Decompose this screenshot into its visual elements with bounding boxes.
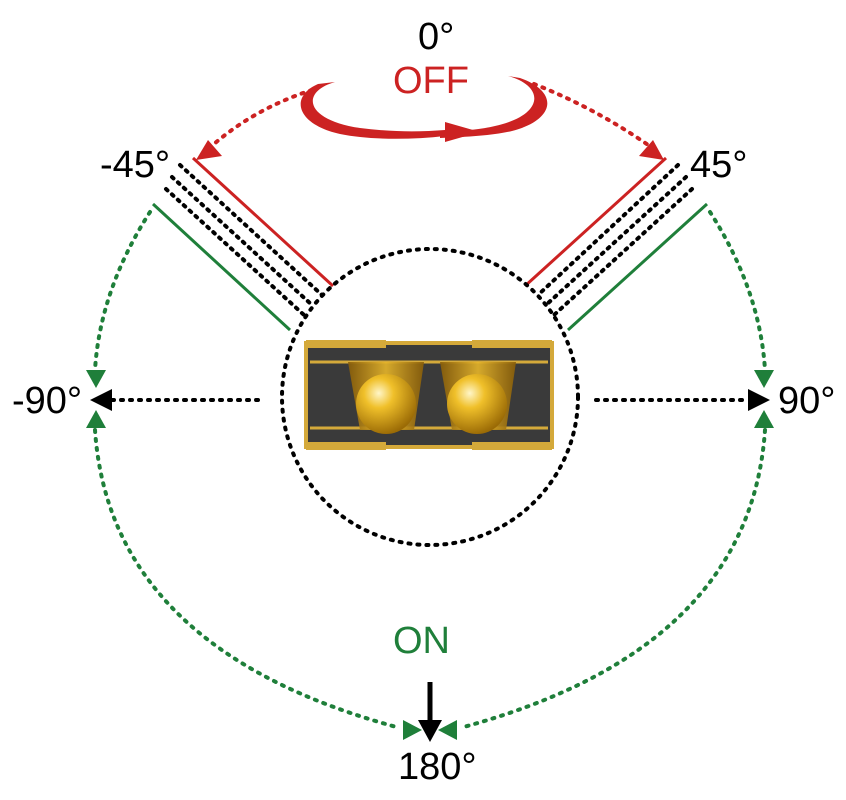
arrowhead-on-right-top: [754, 370, 774, 388]
contact-ball-left: [356, 374, 416, 434]
arrowhead-on-left-top: [86, 370, 106, 388]
on-arc-left-upper: [93, 210, 152, 372]
label-on-state: ON: [393, 620, 450, 662]
on-boundary-left: [151, 202, 292, 332]
label-angle-0: 0°: [418, 16, 455, 58]
on-arc-left-lower: [93, 428, 402, 730]
on-arc-right-upper: [708, 210, 767, 372]
on-arc-right-lower: [458, 428, 767, 730]
on-range-arcs: [93, 210, 767, 730]
down-arrow-icon: [418, 720, 442, 742]
label-angle-neg45: -45°: [100, 144, 171, 186]
arrowhead-on-bottom-left: [403, 720, 422, 740]
horizontal-axis-arrows: [90, 389, 770, 411]
off-arrowheads: [196, 140, 664, 160]
label-off-state: OFF: [393, 60, 469, 102]
label-angle-pos90: 90°: [778, 380, 836, 422]
arrowhead-right: [748, 389, 770, 411]
label-angle-180: 180°: [398, 746, 477, 788]
off-arc-left: [203, 88, 314, 154]
arrowhead-off-right: [639, 140, 664, 160]
off-arc-right: [532, 82, 660, 154]
inner-orientation-circle: [280, 247, 580, 547]
boundary-lines: [151, 156, 709, 332]
on-arrowheads: [86, 370, 774, 740]
arrowhead-on-left-bottom: [86, 410, 106, 428]
tilt-switch-icon: [304, 340, 554, 450]
transition-dotted-lines: [164, 163, 694, 317]
arrowhead-on-bottom-right: [438, 720, 457, 740]
arrowhead-off-left: [196, 140, 222, 160]
arrowhead-left: [90, 389, 112, 411]
on-boundary-right: [566, 202, 709, 332]
off-boundary-right: [523, 156, 668, 288]
label-angle-neg90: -90°: [12, 380, 83, 422]
off-range-arcs: [203, 82, 660, 154]
label-angle-pos45: 45°: [690, 144, 748, 186]
arrowhead-on-right-bottom: [754, 410, 774, 428]
down-arrow: [418, 682, 442, 742]
rotation-arrow-icon: [300, 76, 548, 142]
off-boundary-left: [191, 156, 335, 288]
contact-ball-right: [447, 374, 507, 434]
